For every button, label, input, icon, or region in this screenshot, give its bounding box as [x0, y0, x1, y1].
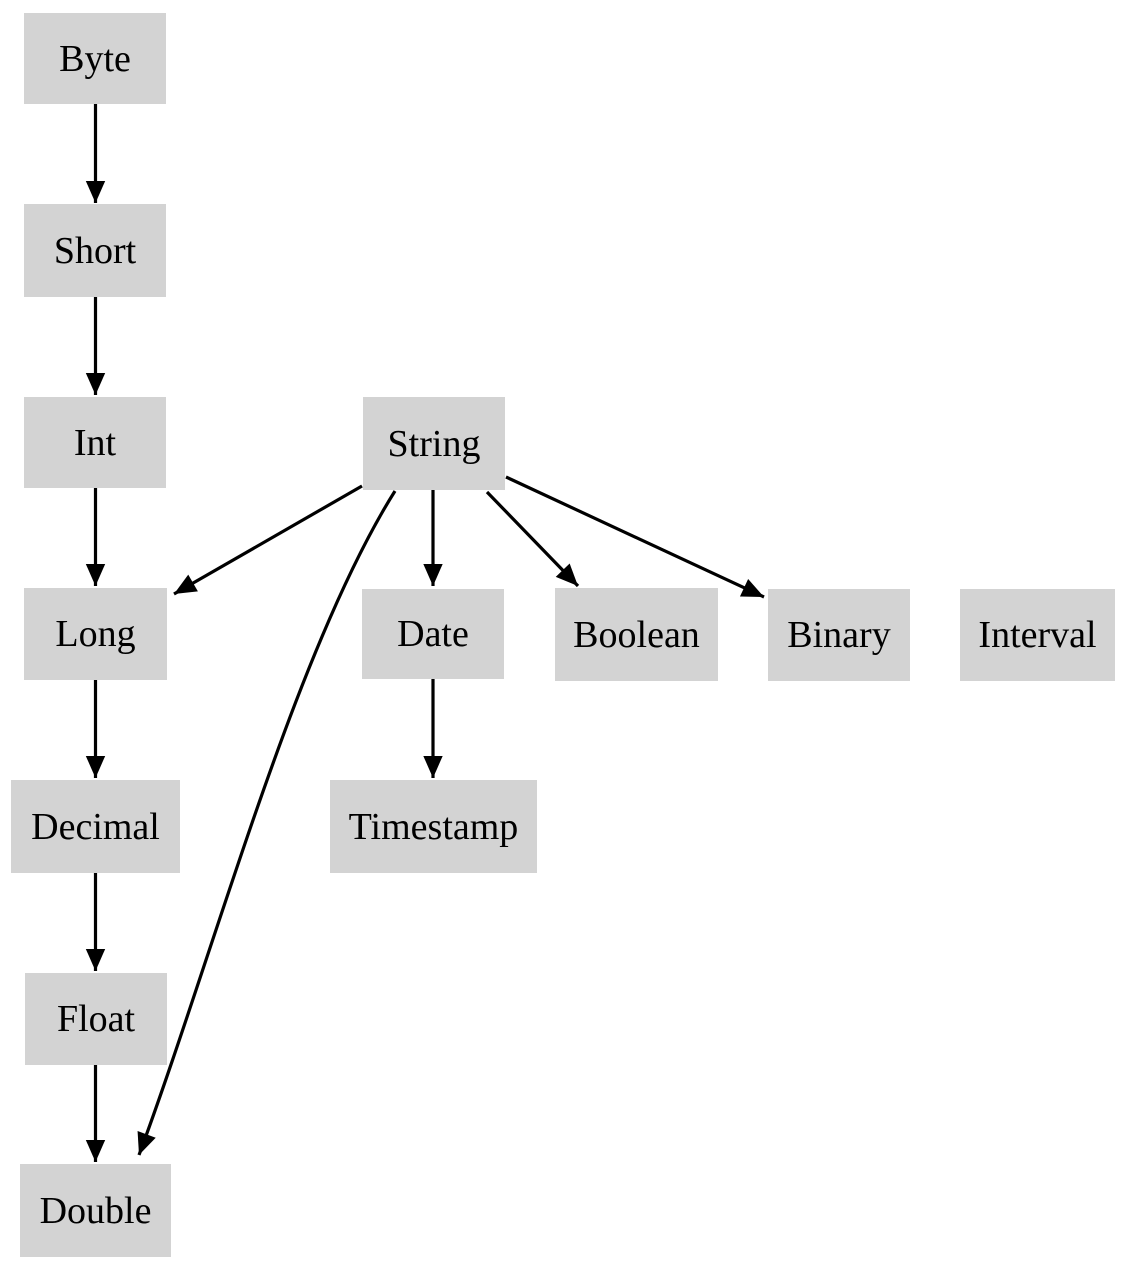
- node-date: Date: [362, 589, 504, 679]
- node-interval: Interval: [960, 589, 1115, 681]
- node-float: Float: [25, 973, 167, 1065]
- node-int: Int: [24, 397, 166, 488]
- node-short: Short: [24, 204, 166, 297]
- node-timestamp: Timestamp: [330, 780, 537, 873]
- edge-string-boolean: [485, 490, 580, 588]
- node-string: String: [363, 397, 505, 490]
- node-decimal: Decimal: [11, 780, 180, 873]
- node-boolean: Boolean: [555, 588, 718, 681]
- node-double: Double: [20, 1164, 171, 1257]
- edge-string-binary: [505, 475, 765, 599]
- node-long: Long: [24, 588, 167, 680]
- edge-string-long: [173, 484, 363, 596]
- node-binary: Binary: [768, 589, 910, 681]
- node-byte: Byte: [24, 13, 166, 104]
